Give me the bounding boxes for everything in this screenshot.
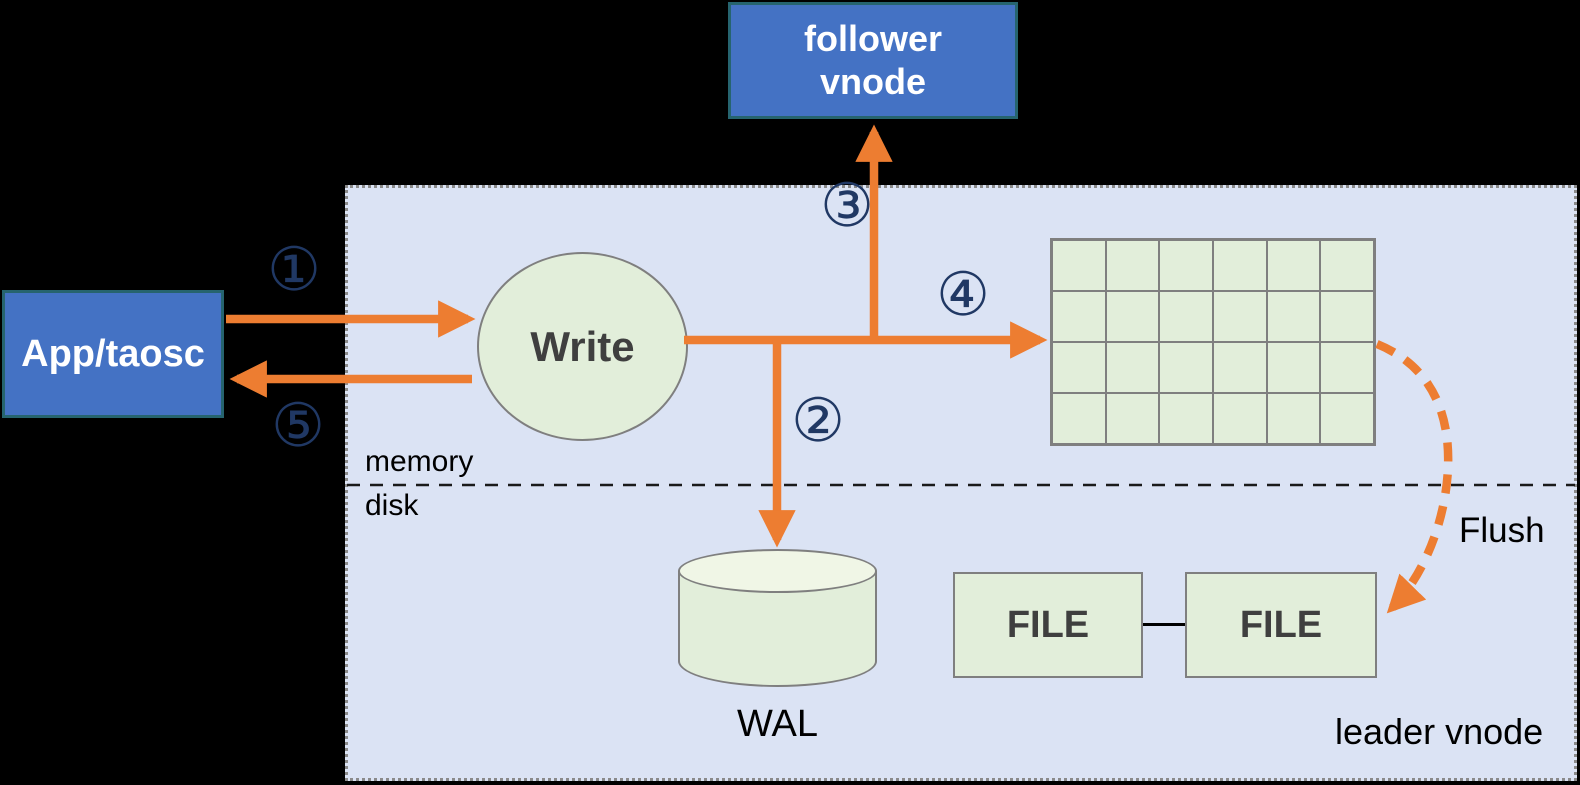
mem-table-cell: [1159, 291, 1213, 342]
wal-cylinder: [678, 549, 877, 687]
mem-table-cell: [1052, 291, 1106, 342]
step-2-badge: ②: [791, 386, 845, 456]
mem-table-cell: [1266, 240, 1321, 291]
mem-table-cell: [1320, 393, 1374, 444]
follower-vnode-node: follower vnode: [728, 2, 1018, 119]
file-box-1: FILE: [953, 572, 1143, 678]
mem-table-cell: [1105, 393, 1160, 444]
wal-cylinder-top: [678, 549, 877, 593]
file-connector-line: [1143, 623, 1185, 626]
mem-table-cell: [1105, 240, 1160, 291]
disk-label: disk: [365, 489, 419, 522]
mem-table-cell: [1320, 342, 1374, 393]
mem-table-cell: [1213, 240, 1267, 291]
flush-label: Flush: [1459, 511, 1545, 550]
mem-table-cell: [1052, 240, 1106, 291]
step-3-badge: ③: [820, 171, 874, 241]
mem-table-cell: [1213, 291, 1267, 342]
mem-table-cell: [1052, 342, 1106, 393]
mem-table-cell: [1266, 291, 1321, 342]
mem-table-cell: [1105, 342, 1160, 393]
mem-table-cell: [1159, 342, 1213, 393]
file-box-2: FILE: [1185, 572, 1377, 678]
mem-table-cell: [1159, 393, 1213, 444]
mem-table-cell: [1213, 342, 1267, 393]
mem-table-cell: [1320, 240, 1374, 291]
wal-label: WAL: [737, 703, 818, 745]
mem-table-cell: [1266, 342, 1321, 393]
step-1-badge: ①: [267, 235, 321, 305]
memory-label: memory: [365, 445, 474, 478]
mem-table-cell: [1159, 240, 1213, 291]
leader-vnode-label: leader vnode: [1335, 711, 1544, 752]
mem-table-cell: [1105, 291, 1160, 342]
mem-table-cell: [1052, 393, 1106, 444]
step-4-badge: ④: [936, 260, 990, 330]
mem-table-grid: [1050, 238, 1376, 446]
app-taosc-node: App/taosc: [2, 290, 224, 418]
mem-table-cell: [1320, 291, 1374, 342]
mem-table-cell: [1213, 393, 1267, 444]
write-process-node: Write: [477, 252, 688, 441]
step-5-badge: ⑤: [271, 391, 325, 461]
mem-table-cell: [1266, 393, 1321, 444]
